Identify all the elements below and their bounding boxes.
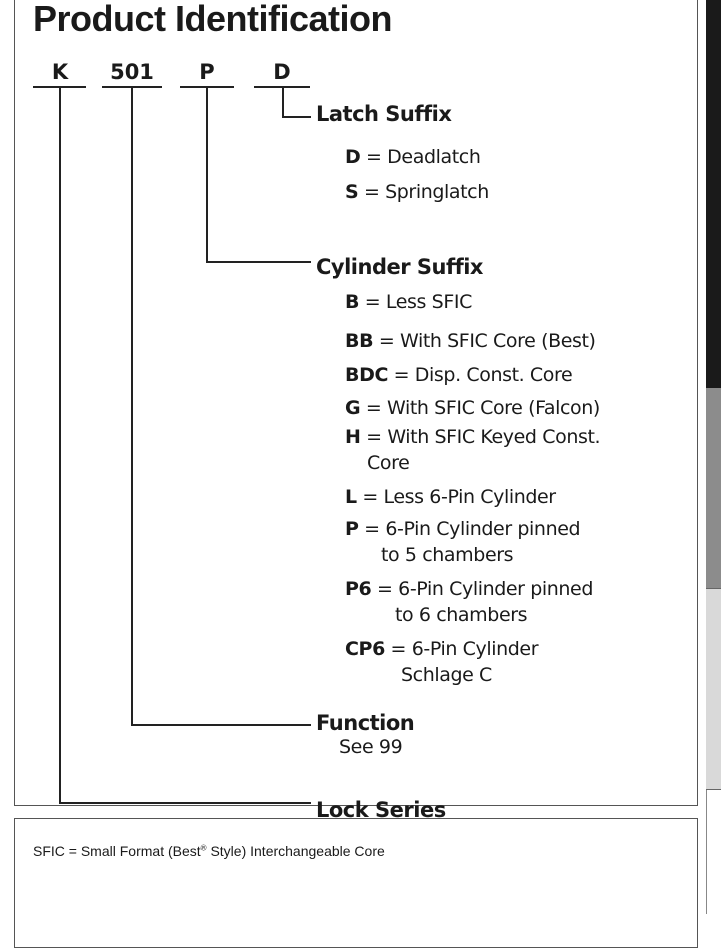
latch-suffix-heading: Latch Suffix (316, 102, 452, 126)
function-heading: Function (316, 711, 415, 735)
sidebar-tab-dark (706, 0, 721, 388)
page-title: Product Identification (33, 0, 393, 39)
cylinder-item-desc: = Less 6-Pin Cylinder (362, 486, 556, 508)
cylinder-item-key: G (345, 397, 361, 419)
cylinder-item-key: CP6 (345, 638, 385, 660)
cylinder-item: H = With SFIC Keyed Const. (345, 426, 601, 448)
registered-mark: ® (200, 843, 207, 853)
latch-item-desc: = Springlatch (363, 181, 489, 203)
cylinder-item-key: BB (345, 330, 374, 352)
cylinder-item: L = Less 6-Pin Cylinder (345, 486, 556, 508)
sidebar-tab-white (706, 790, 721, 914)
connector-cylinder-vertical (206, 86, 208, 263)
cylinder-item-continuation: to 5 chambers (381, 544, 514, 566)
cylinder-item-desc: = With SFIC Core (Falcon) (365, 397, 601, 419)
connector-series-horizontal (59, 802, 311, 804)
cylinder-item-key: BDC (345, 364, 388, 386)
latch-item-desc: = Deadlatch (366, 146, 481, 168)
cylinder-item: P = 6-Pin Cylinder pinned (345, 518, 581, 540)
cylinder-item-desc: = 6-Pin Cylinder pinned (364, 518, 581, 540)
cylinder-item-continuation: to 6 chambers (395, 604, 528, 626)
cylinder-item-key: L (345, 486, 357, 508)
cylinder-item-desc: = Disp. Const. Core (393, 364, 573, 386)
lock-series-heading: Lock Series (316, 798, 446, 822)
latch-item-key: S (345, 181, 359, 203)
cylinder-item-continuation: Schlage C (401, 664, 492, 686)
cylinder-item-key: P (345, 518, 359, 540)
connector-series-vertical (59, 86, 61, 804)
sidebar-tab-light (706, 588, 721, 790)
product-identification-panel (14, 0, 698, 806)
cylinder-item-desc: = With SFIC Core (Best) (378, 330, 596, 352)
cylinder-item-desc: = 6-Pin Cylinder (390, 638, 539, 660)
cylinder-item-desc: = 6-Pin Cylinder pinned (377, 578, 593, 600)
cylinder-item: BB = With SFIC Core (Best) (345, 330, 596, 352)
connector-function-horizontal (131, 724, 311, 726)
sfic-footnote: SFIC = Small Format (Best® Style) Interc… (33, 843, 385, 859)
next-section-panel (14, 818, 698, 948)
cylinder-item: BDC = Disp. Const. Core (345, 364, 573, 386)
cylinder-item: CP6 = 6-Pin Cylinder (345, 638, 539, 660)
cylinder-item-continuation: Core (367, 452, 410, 474)
footnote-text-end: Style) Interchangeable Core (206, 843, 385, 859)
cylinder-item: P6 = 6-Pin Cylinder pinned (345, 578, 593, 600)
code-latch: D (273, 60, 291, 84)
code-cylinder: P (199, 60, 215, 84)
code-series: K (51, 60, 69, 84)
cylinder-item-desc: = With SFIC Keyed Const. (366, 426, 601, 448)
latch-item: D = Deadlatch (345, 146, 481, 168)
cylinder-item-key: B (345, 291, 360, 313)
function-reference: See 99 (339, 736, 403, 758)
connector-latch-horizontal (282, 116, 311, 118)
cylinder-item-key: P6 (345, 578, 372, 600)
footnote-text-start: SFIC = Small Format (Best (33, 843, 201, 859)
connector-cylinder-horizontal (206, 261, 311, 263)
cylinder-item: G = With SFIC Core (Falcon) (345, 397, 600, 419)
sidebar-tab-gray (706, 388, 721, 588)
cylinder-item-desc: = Less SFIC (364, 291, 473, 313)
latch-item: S = Springlatch (345, 181, 489, 203)
cylinder-item-key: H (345, 426, 361, 448)
cylinder-item: B = Less SFIC (345, 291, 472, 313)
connector-function-vertical (131, 86, 133, 726)
code-function: 501 (110, 60, 154, 84)
latch-item-key: D (345, 146, 361, 168)
connector-latch-vertical (282, 86, 284, 118)
cylinder-suffix-heading: Cylinder Suffix (316, 255, 483, 279)
